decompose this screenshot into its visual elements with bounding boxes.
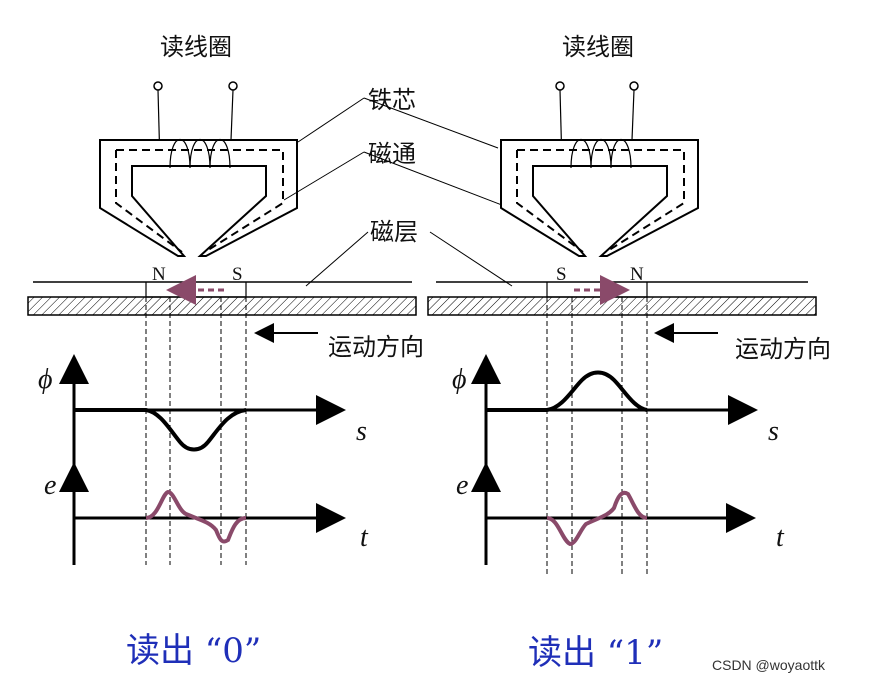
left-s-label: s	[356, 416, 367, 447]
right-pole-n: N	[630, 264, 644, 285]
left-motion-label: 运动方向	[328, 333, 424, 361]
leader-lines	[283, 97, 521, 287]
right-phi-symbol: ϕ	[452, 364, 467, 395]
right-s-label: s	[768, 416, 779, 447]
right-pole-s: S	[556, 264, 567, 285]
right-emf-curve	[546, 490, 648, 547]
left-pole-n: N	[152, 264, 166, 285]
left-panel: 读线圈 N S 铁芯 磁通 磁层	[27, 33, 521, 671]
left-phi-symbol: ϕ	[38, 364, 53, 395]
right-caption: 读出 “1”	[528, 633, 663, 673]
left-pole-s: S	[232, 264, 243, 285]
left-coil-winding	[169, 138, 231, 169]
right-flux-path	[516, 149, 685, 253]
left-phi-curve	[74, 408, 247, 452]
layer-label: 磁层	[370, 218, 418, 246]
left-iron-core	[99, 139, 298, 257]
left-coil-leads	[153, 81, 238, 166]
left-e-label: e	[44, 470, 56, 501]
left-flux-path	[115, 149, 284, 253]
right-e-label: e	[456, 470, 468, 501]
right-phi-curve	[486, 370, 648, 412]
left-recording-layer	[27, 281, 417, 316]
core-label: 铁芯	[368, 86, 416, 114]
right-t-label: t	[776, 522, 785, 553]
right-coil-winding	[570, 138, 632, 169]
right-motion-label: 运动方向	[735, 335, 831, 363]
right-e-plot	[471, 462, 756, 565]
left-e-plot	[59, 462, 346, 565]
left-emf-curve	[145, 489, 247, 544]
right-phi-plot	[471, 354, 758, 565]
left-coil-label: 读线圈	[160, 33, 232, 61]
right-coil-label: 读线圈	[562, 33, 634, 61]
left-t-label: t	[360, 522, 369, 553]
left-reference-lines	[145, 297, 247, 565]
flux-label: 磁通	[368, 140, 416, 168]
left-caption: 读出 “0”	[126, 631, 261, 671]
watermark: CSDN @woyaottk	[712, 657, 826, 673]
right-iron-core	[500, 139, 699, 257]
left-phi-plot	[59, 354, 346, 565]
right-panel: 读线圈 S N 运动方向	[427, 33, 831, 673]
right-reference-lines	[546, 297, 648, 575]
